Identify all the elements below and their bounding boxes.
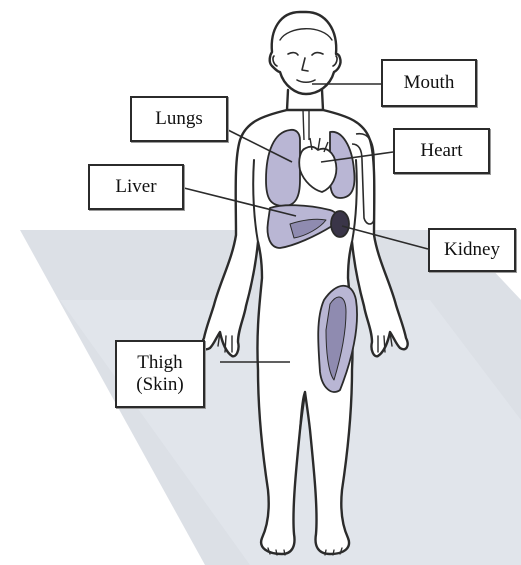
heart-label-text: Heart	[420, 140, 462, 162]
thigh-skin-label: Thigh (Skin)	[115, 340, 205, 408]
liver-label-text: Liver	[115, 176, 156, 198]
kidney-label: Kidney	[428, 228, 516, 272]
neck-right	[322, 90, 323, 110]
mouth-label: Mouth	[381, 59, 477, 107]
heart-label: Heart	[393, 128, 490, 174]
liver-label: Liver	[88, 164, 184, 210]
thigh-label-line2: (Skin)	[136, 374, 184, 396]
kidney-label-text: Kidney	[444, 239, 500, 261]
mouth-label-text: Mouth	[404, 72, 455, 94]
neck-left	[287, 90, 288, 110]
lungs-label: Lungs	[130, 96, 228, 142]
thigh-label-line1: Thigh	[137, 352, 182, 374]
kidney-organ	[331, 211, 349, 237]
lungs-label-text: Lungs	[155, 108, 203, 130]
